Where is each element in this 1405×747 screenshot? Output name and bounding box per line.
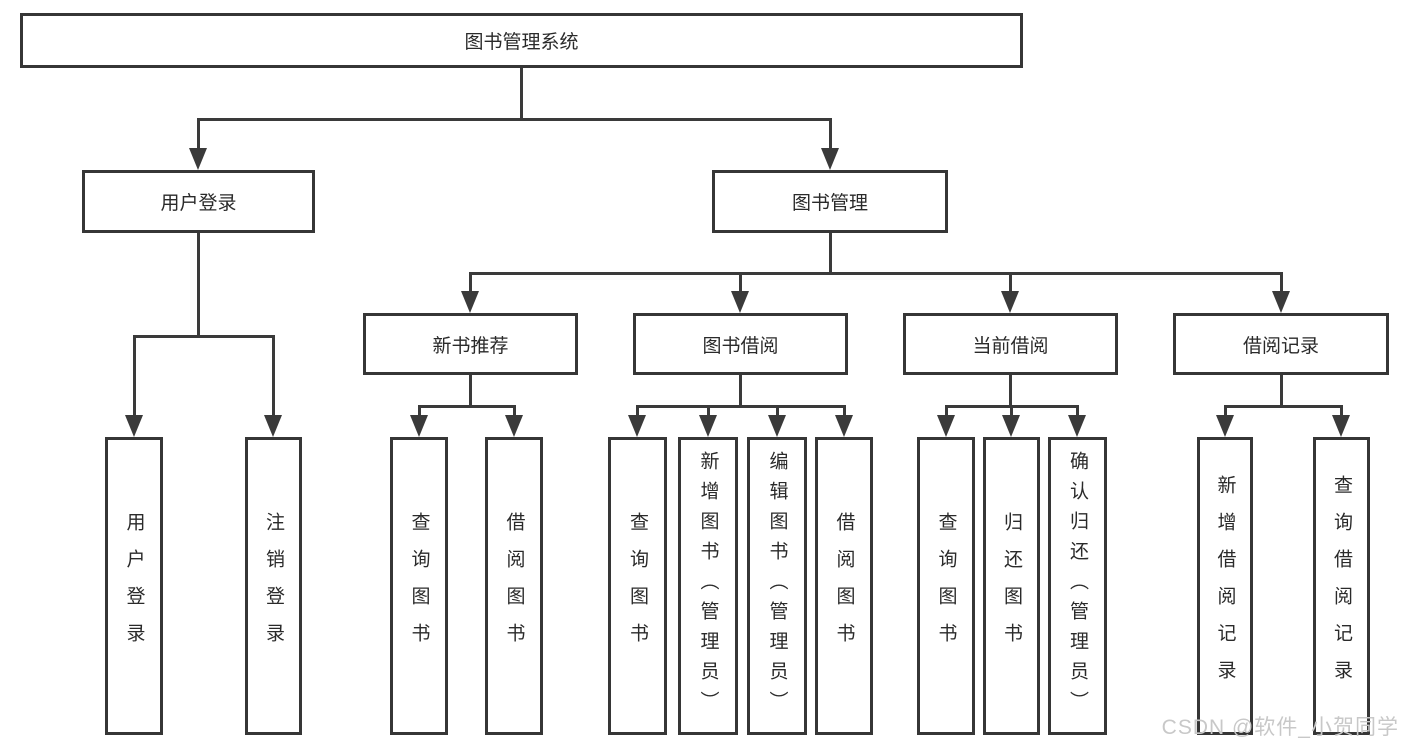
csdn-watermark: CSDN @软件_小贺同学	[1161, 716, 1399, 739]
node-book-mgmt-label: 图书管理	[791, 193, 868, 214]
connector	[469, 272, 472, 293]
leaf-nbr-query-books: 查询图书	[390, 437, 448, 735]
arrow-down-icon	[821, 148, 839, 170]
leaf-bb-borrow-books-label: 借阅图书	[833, 512, 855, 660]
connector	[469, 272, 1282, 275]
leaf-cb-query-books-label: 查询图书	[935, 512, 957, 660]
leaf-bb-add-books: 新增图书（管理员）	[678, 437, 738, 735]
connector	[739, 272, 742, 293]
leaf-bb-edit-books-label: 编辑图书（管理员）	[766, 451, 788, 721]
node-book-borrow-label: 图书借阅	[702, 335, 779, 357]
arrow-down-icon	[1216, 415, 1234, 437]
leaf-logout: 注销登录	[245, 437, 302, 735]
arrow-down-icon	[628, 415, 646, 437]
connector	[469, 375, 472, 405]
arrow-down-icon	[189, 148, 207, 170]
node-book-borrow: 图书借阅	[633, 313, 848, 375]
connector	[1224, 405, 1343, 408]
node-borrow-records: 借阅记录	[1173, 313, 1389, 375]
connector	[1224, 405, 1227, 417]
arrow-down-icon	[699, 415, 717, 437]
arrow-down-icon	[264, 415, 282, 437]
connector	[513, 405, 516, 417]
arrow-down-icon	[461, 291, 479, 313]
arrow-down-icon	[768, 415, 786, 437]
arrow-down-icon	[125, 415, 143, 437]
connector	[707, 405, 710, 417]
leaf-br-query-record-label: 查询借阅记录	[1331, 475, 1352, 697]
arrow-down-icon	[835, 415, 853, 437]
node-borrow-records-label: 借阅记录	[1242, 335, 1319, 357]
leaf-bb-edit-books: 编辑图书（管理员）	[747, 437, 807, 735]
node-root-label: 图书管理系统	[464, 32, 579, 53]
node-user-login: 用户登录	[82, 170, 315, 233]
arrow-down-icon	[1001, 291, 1019, 313]
leaf-cb-query-books: 查询图书	[917, 437, 975, 735]
arrow-down-icon	[505, 415, 523, 437]
leaf-nbr-query-books-label: 查询图书	[408, 512, 430, 660]
node-new-book-rec-label: 新书推荐	[432, 335, 509, 357]
leaf-nbr-borrow-books-label: 借阅图书	[503, 512, 525, 660]
connector	[829, 118, 832, 150]
leaf-bb-borrow-books: 借阅图书	[815, 437, 873, 735]
connector	[1009, 375, 1012, 405]
node-user-login-label: 用户登录	[160, 193, 237, 214]
leaf-br-add-record: 新增借阅记录	[1197, 437, 1253, 735]
node-new-book-rec: 新书推荐	[363, 313, 578, 375]
arrow-down-icon	[937, 415, 955, 437]
connector	[1340, 405, 1343, 417]
leaf-user-login: 用户登录	[105, 437, 163, 735]
connector	[636, 405, 846, 408]
leaf-cb-return-books: 归还图书	[983, 437, 1040, 735]
connector	[843, 405, 846, 417]
arrow-down-icon	[410, 415, 428, 437]
arrow-down-icon	[1272, 291, 1290, 313]
connector	[1009, 272, 1012, 293]
leaf-cb-confirm-return: 确认归还（管理员）	[1048, 437, 1107, 735]
arrow-down-icon	[1332, 415, 1350, 437]
connector	[133, 335, 136, 417]
connector	[197, 118, 200, 150]
connector	[945, 405, 948, 417]
leaf-bb-add-books-label: 新增图书（管理员）	[697, 451, 719, 721]
node-root: 图书管理系统	[20, 13, 1023, 68]
connector	[133, 335, 274, 338]
connector	[418, 405, 516, 408]
leaf-nbr-borrow-books: 借阅图书	[485, 437, 543, 735]
connector	[1280, 375, 1283, 405]
arrow-down-icon	[1068, 415, 1086, 437]
leaf-logout-label: 注销登录	[263, 512, 284, 660]
connector	[776, 405, 779, 417]
leaf-cb-confirm-return-label: 确认归还（管理员）	[1067, 451, 1088, 721]
arrow-down-icon	[731, 291, 749, 313]
connector	[1076, 405, 1079, 417]
leaf-br-add-record-label: 新增借阅记录	[1214, 475, 1236, 697]
leaf-bb-query-books: 查询图书	[608, 437, 667, 735]
connector	[1010, 405, 1013, 417]
connector	[272, 335, 275, 417]
node-current-borrow: 当前借阅	[903, 313, 1118, 375]
connector	[520, 68, 523, 118]
connector	[739, 375, 742, 405]
arrow-down-icon	[1002, 415, 1020, 437]
leaf-bb-query-books-label: 查询图书	[627, 512, 648, 660]
connector	[636, 405, 639, 417]
node-current-borrow-label: 当前借阅	[972, 335, 1049, 357]
leaf-br-query-record: 查询借阅记录	[1313, 437, 1370, 735]
connector	[829, 233, 832, 272]
connector	[197, 118, 832, 121]
connector	[418, 405, 421, 417]
connector	[197, 233, 200, 335]
connector	[1280, 272, 1283, 293]
leaf-user-login-label: 用户登录	[123, 512, 145, 660]
node-book-mgmt: 图书管理	[712, 170, 948, 233]
leaf-cb-return-books-label: 归还图书	[1001, 512, 1022, 660]
